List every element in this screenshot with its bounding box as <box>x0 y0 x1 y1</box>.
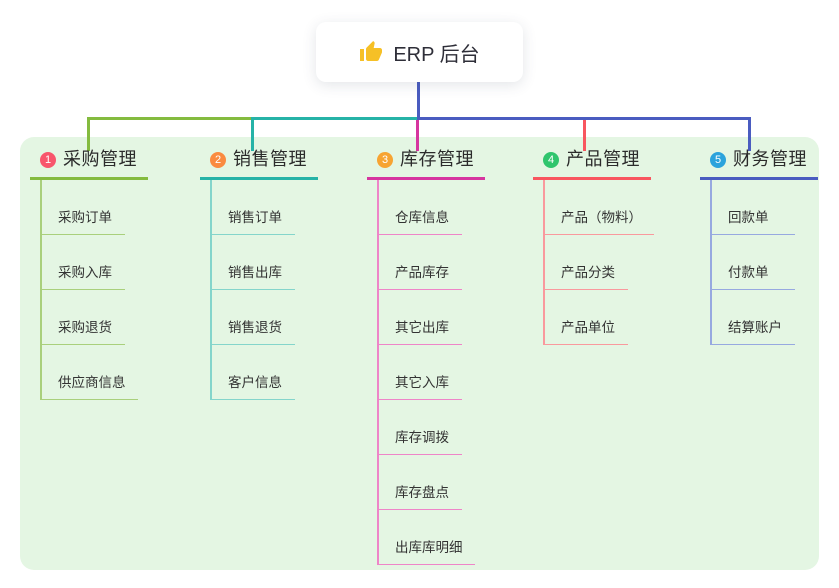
node-item[interactable]: 仓库信息 <box>367 180 485 235</box>
node-item-label: 仓库信息 <box>377 206 462 235</box>
node-item-label: 销售出库 <box>210 261 295 290</box>
node-item[interactable]: 产品（物料） <box>533 180 654 235</box>
connector-trunk <box>210 180 212 400</box>
node-item[interactable]: 采购退货 <box>30 290 148 345</box>
connector-trunk <box>377 180 379 565</box>
node-item-label: 采购退货 <box>40 316 125 345</box>
connector-branch5-drop <box>748 117 751 151</box>
branch-inventory: 3 库存管理 仓库信息 产品库存 其它出库 其它入库 库存调拨 库存盘点 出库库… <box>367 149 485 565</box>
node-item[interactable]: 销售出库 <box>200 235 318 290</box>
connector-branch3-drop <box>416 120 419 151</box>
node-item[interactable]: 销售退货 <box>200 290 318 345</box>
branch-title-label: 销售管理 <box>233 149 307 169</box>
node-item-label: 出库库明细 <box>377 536 475 565</box>
node-item[interactable]: 结算账户 <box>700 290 818 345</box>
node-item-label: 其它入库 <box>377 371 462 400</box>
node-item-label: 付款单 <box>710 261 795 290</box>
node-item[interactable]: 库存盘点 <box>367 455 485 510</box>
connector-branch1-drop <box>87 117 90 151</box>
branch-title[interactable]: 2 销售管理 <box>200 149 318 180</box>
branch-items: 仓库信息 产品库存 其它出库 其它入库 库存调拨 库存盘点 出库库明细 <box>367 180 485 565</box>
node-item-label: 产品库存 <box>377 261 462 290</box>
connector-root-vertical <box>417 82 420 119</box>
node-item[interactable]: 供应商信息 <box>30 345 148 400</box>
connector-branch5-horizontal <box>417 117 751 120</box>
node-item[interactable]: 回款单 <box>700 180 818 235</box>
root-node[interactable]: ERP 后台 <box>316 22 523 82</box>
branch-procurement: 1 采购管理 采购订单 采购入库 采购退货 供应商信息 <box>30 149 148 400</box>
branch-items: 回款单 付款单 结算账户 <box>700 180 818 345</box>
node-item-label: 采购入库 <box>40 261 125 290</box>
connector-branch1-horizontal <box>87 117 253 120</box>
branch-number-badge: 4 <box>543 151 559 168</box>
node-item[interactable]: 出库库明细 <box>367 510 485 565</box>
connector-branch2-horizontal <box>252 117 418 120</box>
node-item-label: 产品分类 <box>543 261 628 290</box>
node-item[interactable]: 库存调拨 <box>367 400 485 455</box>
node-item-label: 产品单位 <box>543 316 628 345</box>
node-item-label: 销售退货 <box>210 316 295 345</box>
branch-number-badge: 5 <box>710 151 726 168</box>
node-item-label: 销售订单 <box>210 206 295 235</box>
node-item[interactable]: 采购入库 <box>30 235 148 290</box>
branch-finance: 5 财务管理 回款单 付款单 结算账户 <box>700 149 818 345</box>
branch-title[interactable]: 3 库存管理 <box>367 149 485 180</box>
connector-trunk <box>40 180 42 400</box>
node-item-label: 其它出库 <box>377 316 462 345</box>
branch-items: 采购订单 采购入库 采购退货 供应商信息 <box>30 180 148 400</box>
connector-branch2-drop <box>251 117 254 151</box>
branch-title[interactable]: 5 财务管理 <box>700 149 818 180</box>
root-title: ERP 后台 <box>393 43 480 66</box>
node-item[interactable]: 其它入库 <box>367 345 485 400</box>
branch-title-label: 库存管理 <box>400 149 474 169</box>
connector-branch4-drop <box>583 120 586 151</box>
node-item[interactable]: 产品分类 <box>533 235 654 290</box>
node-item[interactable]: 销售订单 <box>200 180 318 235</box>
node-item-label: 采购订单 <box>40 206 125 235</box>
branch-title[interactable]: 4 产品管理 <box>533 149 651 180</box>
node-item-label: 客户信息 <box>210 371 295 400</box>
branch-items: 销售订单 销售出库 销售退货 客户信息 <box>200 180 318 400</box>
branch-title-label: 采购管理 <box>63 149 137 169</box>
branch-number-badge: 2 <box>210 151 226 168</box>
branch-title-label: 产品管理 <box>566 149 640 169</box>
node-item[interactable]: 付款单 <box>700 235 818 290</box>
node-item-label: 回款单 <box>710 206 795 235</box>
connector-trunk <box>710 180 712 345</box>
branch-items: 产品（物料） 产品分类 产品单位 <box>533 180 654 345</box>
branch-product: 4 产品管理 产品（物料） 产品分类 产品单位 <box>533 149 654 345</box>
node-item-label: 供应商信息 <box>40 371 138 400</box>
node-item-label: 产品（物料） <box>543 206 654 235</box>
node-item[interactable]: 采购订单 <box>30 180 148 235</box>
branch-title-label: 财务管理 <box>733 149 807 169</box>
branch-number-badge: 3 <box>377 151 393 168</box>
node-item-label: 库存盘点 <box>377 481 462 510</box>
branch-number-badge: 1 <box>40 151 56 168</box>
node-item[interactable]: 产品单位 <box>533 290 654 345</box>
node-item-label: 结算账户 <box>710 316 795 345</box>
node-item[interactable]: 产品库存 <box>367 235 485 290</box>
mindmap-background-panel <box>20 137 819 570</box>
node-item[interactable]: 客户信息 <box>200 345 318 400</box>
connector-trunk <box>543 180 545 345</box>
node-item-label: 库存调拨 <box>377 426 462 455</box>
branch-sales: 2 销售管理 销售订单 销售出库 销售退货 客户信息 <box>200 149 318 400</box>
node-item[interactable]: 其它出库 <box>367 290 485 345</box>
branch-title[interactable]: 1 采购管理 <box>30 149 148 180</box>
thumbs-up-icon <box>359 40 383 64</box>
